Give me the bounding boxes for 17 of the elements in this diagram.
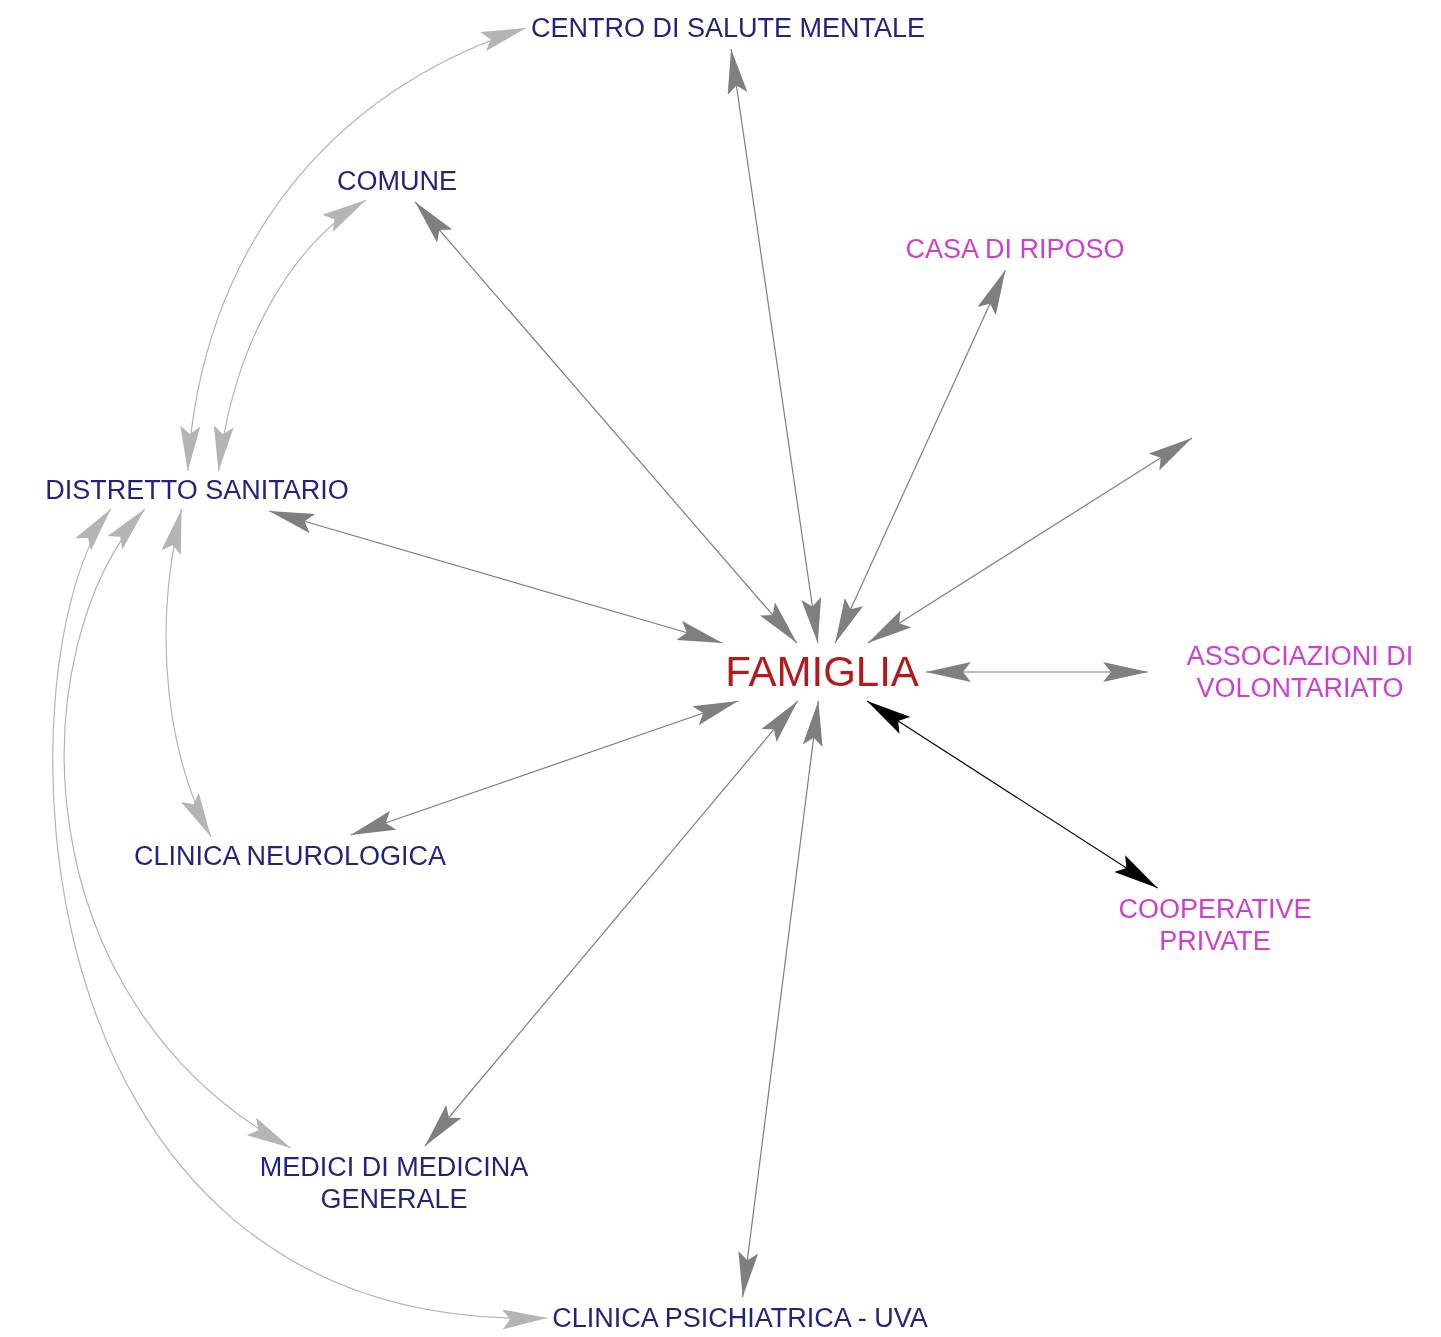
node-label: CASA DI RIPOSO [903, 233, 1127, 265]
node-label: ASSOCIAZIONI DI VOLONTARIATO [1153, 640, 1441, 704]
node-label: COMUNE [335, 165, 459, 197]
double-headed-arrow [215, 199, 367, 472]
double-headed-arrow [182, 27, 527, 472]
node-label: COOPERATIVE PRIVATE [1098, 893, 1332, 957]
double-headed-arrow [925, 662, 1149, 682]
double-headed-arrow [866, 700, 1159, 889]
double-headed-arrow [834, 269, 1006, 644]
node-label: CENTRO DI SALUTE MENTALE [528, 12, 928, 44]
double-headed-arrow [727, 48, 822, 644]
double-headed-arrow [867, 437, 1193, 644]
central-node-label: FAMIGLIA [723, 648, 921, 696]
node-label: DISTRETTO SANITARIO [43, 474, 351, 506]
double-headed-arrow [414, 201, 798, 644]
node-label: CLINICA PSICHIATRICA - UVA [550, 1302, 930, 1334]
double-headed-arrow [738, 700, 823, 1298]
